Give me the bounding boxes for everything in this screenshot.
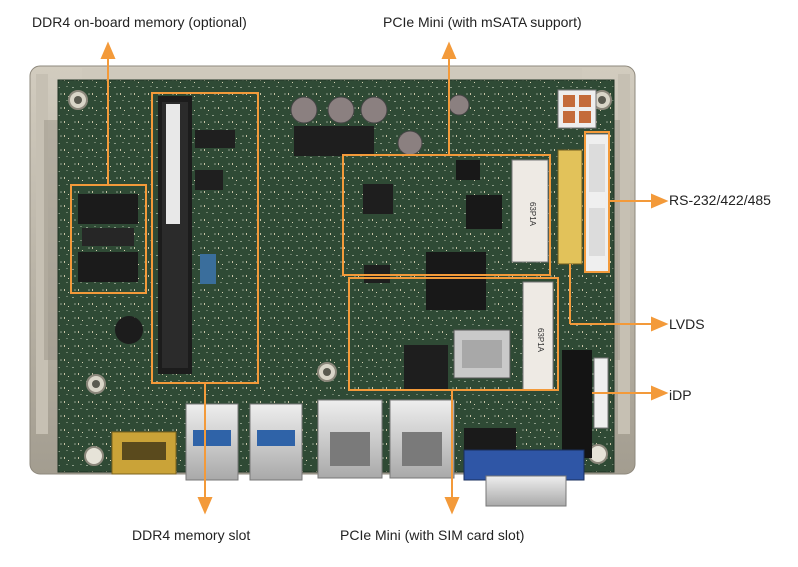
rs232-connectors <box>584 133 610 273</box>
label-rs232: RS-232/422/485 <box>669 192 771 208</box>
box-pcie-sim <box>348 277 559 391</box>
usb-ports <box>185 403 303 481</box>
vga-port <box>463 449 585 507</box>
mounting-holes <box>68 90 612 466</box>
idp-connector <box>562 350 592 458</box>
label-idp: iDP <box>669 387 692 403</box>
box-pcie-msata <box>342 154 551 276</box>
lan-ports <box>317 399 455 479</box>
lvds-connector <box>557 149 583 265</box>
label-pcie-sim: PCIe Mini (with SIM card slot) <box>340 527 525 543</box>
minipcie-slot-top: 63P1A <box>511 159 549 263</box>
svg-text:63P1A: 63P1A <box>528 202 537 227</box>
label-pcie-msata: PCIe Mini (with mSATA support) <box>383 14 582 30</box>
capacitors <box>115 94 470 344</box>
sodimm-slot <box>158 96 235 374</box>
minipcie-slot-bottom: 63P1A <box>522 281 554 391</box>
callout-arrows <box>100 41 669 515</box>
svg-text:63P1A: 63P1A <box>536 328 545 353</box>
onboard-memory-chips <box>78 194 138 282</box>
label-lvds: LVDS <box>669 316 705 332</box>
label-ddr4-slot: DDR4 memory slot <box>132 527 251 543</box>
main-chips <box>294 126 502 389</box>
label-ddr4-onboard: DDR4 on-board memory (optional) <box>32 14 247 30</box>
sata-port <box>464 428 516 450</box>
